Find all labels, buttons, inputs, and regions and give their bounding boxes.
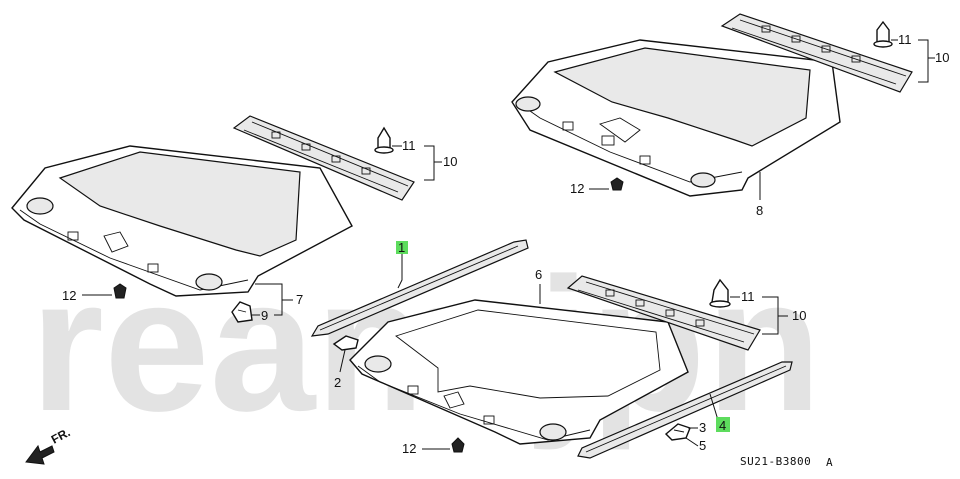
rail-left bbox=[232, 115, 415, 201]
callout-9: 9 bbox=[261, 308, 268, 323]
callout-11-left: 11 bbox=[402, 138, 416, 153]
clip-12-top-right bbox=[610, 177, 624, 191]
headliner-left bbox=[11, 145, 353, 297]
molding-4 bbox=[577, 361, 793, 459]
headliner-top-right bbox=[511, 39, 841, 197]
clip-12-left bbox=[113, 283, 127, 299]
clip-11-left bbox=[374, 126, 394, 154]
molding-1 bbox=[310, 239, 529, 337]
diagram-code: SU21-B3800 bbox=[740, 455, 811, 468]
clip-3-5 bbox=[664, 423, 691, 441]
callout-2: 2 bbox=[334, 375, 341, 390]
callout-11-top: 11 bbox=[898, 32, 912, 47]
rail-top-right bbox=[720, 13, 913, 93]
callout-4-highlight bbox=[716, 417, 730, 432]
diagram-code-suffix: A bbox=[826, 456, 833, 469]
callout-11-bottom: 11 bbox=[741, 289, 755, 304]
clip-9 bbox=[231, 301, 253, 323]
callout-1-highlight bbox=[396, 241, 408, 254]
rail-bottom-right bbox=[566, 275, 761, 351]
callout-1: 1 bbox=[398, 240, 405, 255]
callout-10-top: 10 bbox=[935, 50, 949, 65]
callout-10-left: 10 bbox=[443, 154, 457, 169]
callout-12-top: 12 bbox=[570, 181, 584, 196]
clip-11-bottom bbox=[709, 278, 731, 308]
callout-3: 3 bbox=[699, 420, 706, 435]
callout-7: 7 bbox=[296, 292, 303, 307]
callout-6: 6 bbox=[535, 267, 542, 282]
front-arrow bbox=[25, 444, 55, 465]
callout-12-bottom: 12 bbox=[402, 441, 416, 456]
callout-12-left: 12 bbox=[62, 288, 76, 303]
callout-4: 4 bbox=[719, 418, 726, 433]
clip-11-top-right bbox=[873, 20, 893, 48]
callout-10-bottom: 10 bbox=[792, 308, 806, 323]
callout-8: 8 bbox=[756, 203, 763, 218]
clip-12-bottom bbox=[451, 437, 465, 453]
callout-5: 5 bbox=[699, 438, 706, 453]
headliner-bottom-center bbox=[349, 299, 689, 445]
clip-2 bbox=[332, 335, 359, 351]
